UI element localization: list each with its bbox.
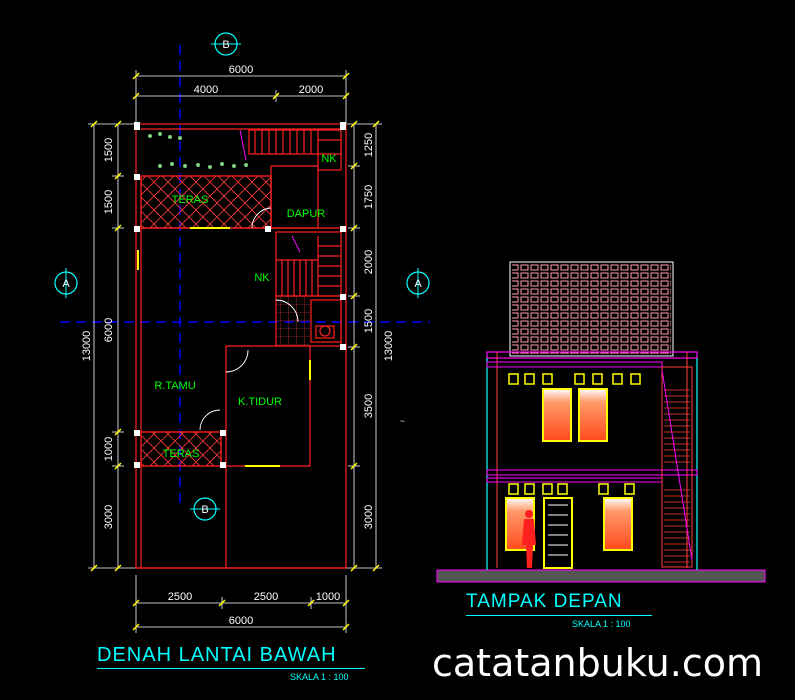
elevation-title: TAMPAK DEPAN <box>466 591 623 612</box>
axis-b-bottom-label: B <box>201 504 208 516</box>
garden-plants <box>148 132 248 169</box>
dim-right-5: 3500 <box>363 394 375 418</box>
plan-windows <box>137 227 311 467</box>
axis-bubble-b-bottom: B <box>190 497 220 521</box>
dim-top-right: 2000 <box>299 84 323 96</box>
axis-bubble-a-left: A <box>54 268 78 298</box>
room-teras-top: TERAS <box>172 194 209 206</box>
dim-right-4: 1500 <box>363 309 375 333</box>
dim-bottom-b: 2500 <box>254 591 278 603</box>
elevation-title-underline <box>466 615 652 616</box>
bath-floor-tile <box>277 297 310 345</box>
room-nk-mid: NK <box>254 272 270 284</box>
dim-bottom-a: 2500 <box>168 591 192 603</box>
room-teras-bottom: TERAS <box>163 448 200 460</box>
dim-left-1: 1500 <box>103 138 115 162</box>
axis-a-left-label: A <box>62 278 70 290</box>
room-dapur: DAPUR <box>287 208 326 220</box>
stair-direction-arrow-mid <box>291 235 301 253</box>
plan-doors <box>199 207 299 431</box>
dimension-ticks <box>90 72 380 631</box>
dim-left-2: 1500 <box>103 190 115 214</box>
dim-bottom-c: 1000 <box>316 591 340 603</box>
stair-direction-arrow-top <box>239 129 247 161</box>
dim-left-5: 3000 <box>103 505 115 529</box>
dim-right-1: 1250 <box>363 133 375 157</box>
axis-bubble-a-right: A <box>406 268 430 298</box>
axis-bubble-b-top: B <box>211 32 241 56</box>
dim-left-3: 6000 <box>103 318 115 342</box>
room-nk-top: NK <box>321 153 337 165</box>
dim-right-total: 13000 <box>383 331 395 362</box>
dim-left-total: 13000 <box>81 331 93 362</box>
dim-left-4: 1000 <box>103 437 115 461</box>
axis-b-top-label: B <box>222 39 229 51</box>
stray-mark: ~ <box>400 417 405 426</box>
plan-walls <box>135 123 347 569</box>
dim-right-6: 3000 <box>363 505 375 529</box>
grid-axes <box>60 45 430 505</box>
room-r-tamu: R.TAMU <box>154 380 195 392</box>
dim-right-2: 1750 <box>363 185 375 209</box>
watermark: catatanbuku.com <box>432 641 763 685</box>
plan-title: DENAH LANTAI BAWAH <box>97 644 337 666</box>
dim-bottom-total: 6000 <box>229 615 253 627</box>
room-k-tidur: K.TIDUR <box>238 396 282 408</box>
plan-title-underline <box>97 668 365 669</box>
axis-a-right-label: A <box>414 278 422 290</box>
elevation-scale: SKALA 1 : 100 <box>572 619 631 629</box>
dim-top-left: 4000 <box>194 84 218 96</box>
front-elevation <box>436 261 766 583</box>
dim-right-3: 2000 <box>363 250 375 274</box>
plan-columns <box>134 122 346 468</box>
plan-scale: SKALA 1 : 100 <box>290 672 349 682</box>
dim-top-total: 6000 <box>229 64 253 76</box>
